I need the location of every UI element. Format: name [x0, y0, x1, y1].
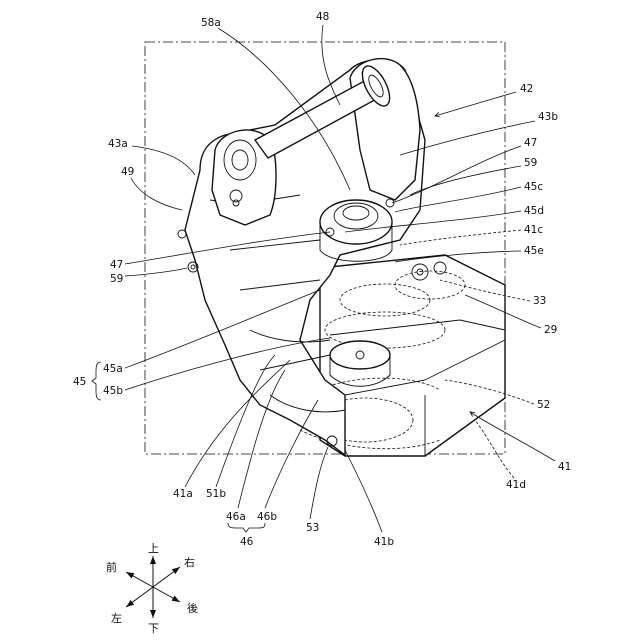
label-47-right: 47: [524, 137, 537, 149]
label-41d: 41d: [506, 479, 526, 491]
label-52: 52: [537, 399, 550, 411]
label-58a: 58a: [201, 17, 221, 29]
direction-back: 後: [187, 601, 198, 615]
label-43b: 43b: [538, 111, 558, 123]
direction-left: 左: [111, 612, 122, 625]
label-46a: 46a: [226, 511, 246, 523]
direction-front: 前: [106, 560, 117, 574]
label-47-left: 47: [110, 259, 123, 271]
label-45c: 45c: [524, 181, 543, 193]
label-41b: 41b: [374, 536, 394, 548]
label-41c: 41c: [524, 224, 543, 236]
label-29: 29: [544, 324, 557, 336]
direction-indicator: 上 下 前 後 左 右: [106, 542, 198, 635]
direction-right: 右: [184, 555, 195, 569]
label-43a: 43a: [108, 138, 128, 150]
label-59-left: 59: [110, 273, 123, 285]
label-46b: 46b: [257, 511, 277, 523]
label-45b: 45b: [103, 385, 123, 397]
label-51b: 51b: [206, 488, 226, 500]
label-33: 33: [533, 295, 546, 307]
label-49: 49: [121, 166, 134, 178]
label-46: 46: [240, 536, 254, 548]
label-45: 45: [73, 376, 86, 388]
direction-down: 下: [148, 622, 159, 635]
label-41: 41: [558, 461, 571, 473]
label-48: 48: [316, 11, 329, 23]
label-45e: 45e: [524, 245, 544, 257]
label-45a: 45a: [103, 363, 123, 375]
label-59-right: 59: [524, 157, 537, 169]
label-41a: 41a: [173, 488, 193, 500]
direction-up: 上: [148, 542, 159, 555]
label-45d: 45d: [524, 205, 544, 217]
mechanism-drawing: [178, 59, 505, 456]
label-42: 42: [520, 83, 533, 95]
label-53: 53: [306, 522, 319, 534]
